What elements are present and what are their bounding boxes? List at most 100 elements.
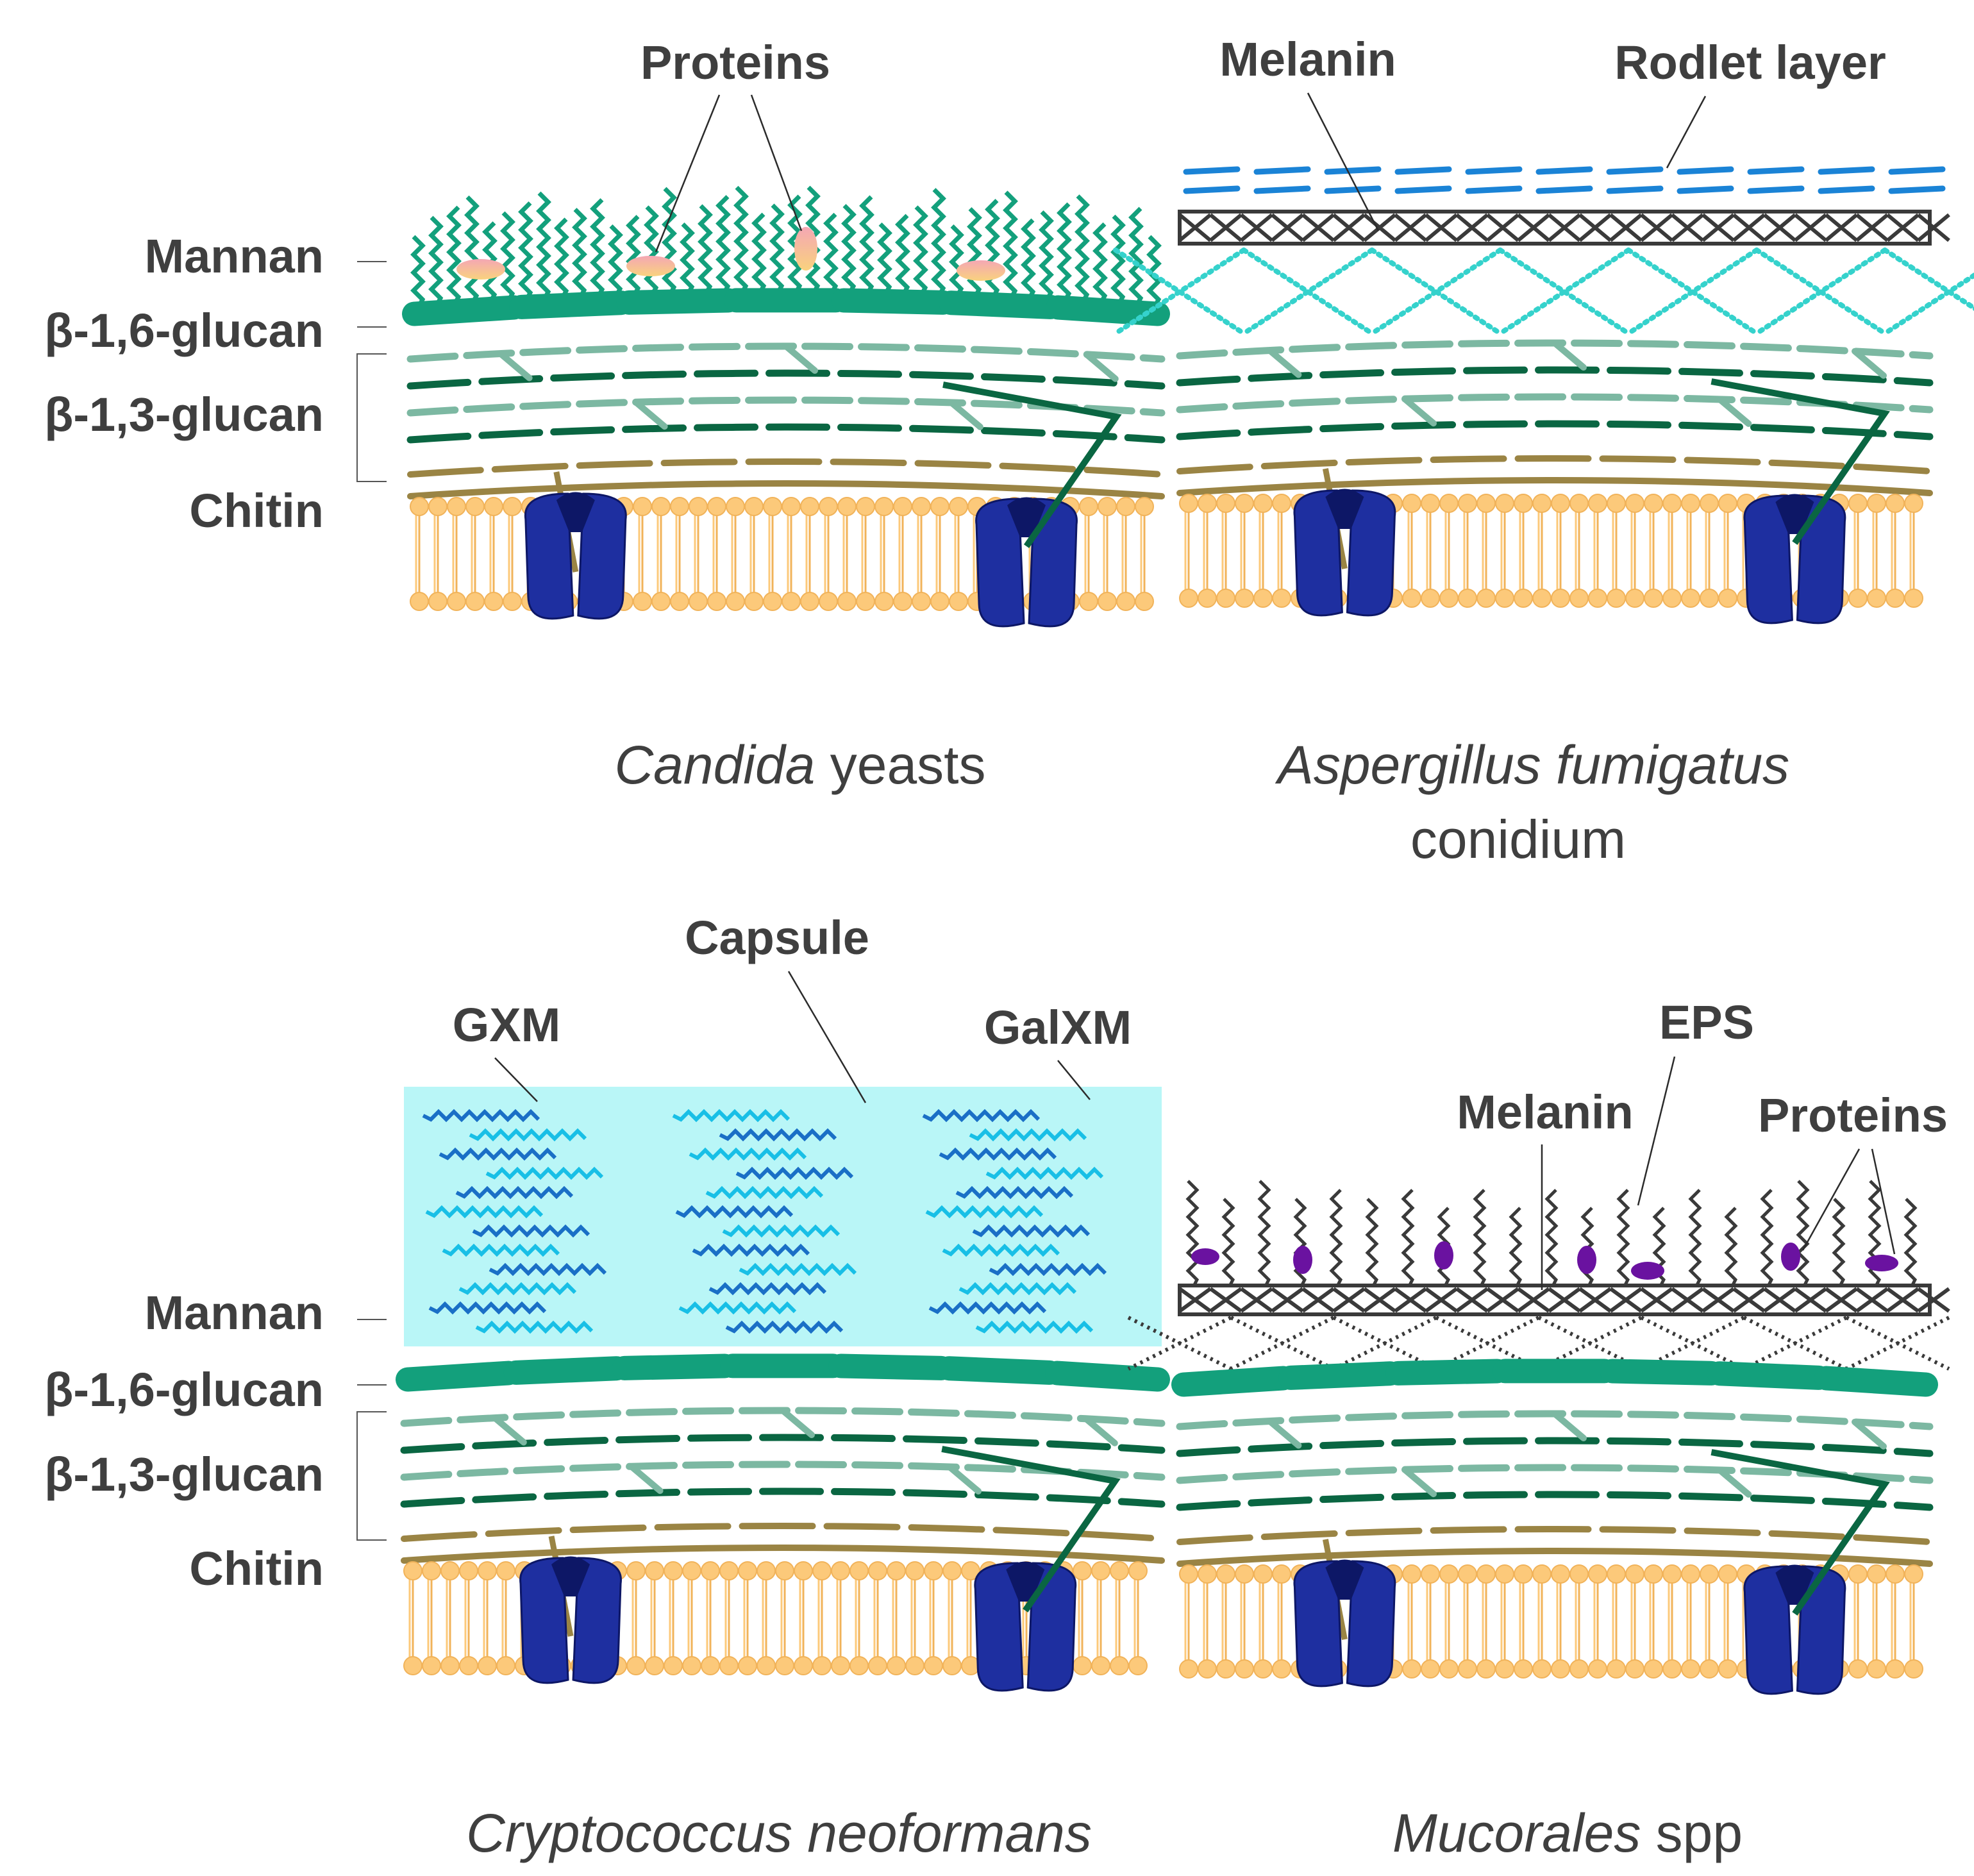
eps-chain	[1365, 1198, 1379, 1290]
glucan-fiber	[400, 1487, 1166, 1508]
mannan-chain	[985, 199, 1000, 301]
glucan-fiber	[1176, 420, 1934, 440]
eps-chain	[1903, 1198, 1918, 1290]
rodlet	[1183, 166, 1241, 175]
aspergillus-annotations: Melanin Rodlet layer Aspergillus fumigat…	[1219, 33, 1886, 869]
glucan-fiber	[1176, 393, 1934, 414]
galxm-chain	[672, 1109, 790, 1123]
glucan-strand	[1711, 378, 1890, 545]
mannan-chain	[662, 187, 677, 297]
mannan-chain	[698, 204, 713, 297]
chitin-fiber	[1176, 1547, 1933, 1567]
caption-cryptococcus: Cryptococcus neoformans	[466, 1803, 1092, 1863]
mannan-chain	[1003, 190, 1018, 301]
mannan-segment	[612, 1353, 737, 1380]
gxm-chain	[735, 1166, 854, 1180]
mucorales-panel	[1127, 1180, 1950, 1695]
eps-chain	[1257, 1180, 1271, 1290]
label-eps: EPS	[1659, 996, 1754, 1049]
eps-chain	[1796, 1180, 1810, 1290]
mannan-chain	[1110, 214, 1126, 307]
glucan-fiber	[400, 1461, 1166, 1481]
chitin-fiber	[401, 1522, 1165, 1542]
mannan-chain	[572, 208, 587, 301]
melanin-band	[1178, 1284, 1932, 1316]
mannan-chain	[608, 224, 623, 299]
mannan-segment	[396, 1361, 521, 1392]
label-b13-glucan-bottom: β-1,3-glucan	[44, 1448, 324, 1501]
mannan-chain	[464, 195, 480, 306]
rodlet	[1818, 185, 1875, 194]
mannan-segment	[1814, 1366, 1938, 1397]
mannan-chain	[1075, 194, 1090, 305]
label-rodlet-layer: Rodlet layer	[1614, 36, 1886, 89]
gxm-chain	[725, 1320, 844, 1334]
mannan-segment	[1045, 1361, 1170, 1392]
glucan-branch	[1082, 1415, 1118, 1446]
mannan-chain	[877, 222, 892, 297]
galxm-chain	[485, 1166, 604, 1180]
chitin-fiber	[1176, 455, 1933, 474]
cryptococcus-panel	[396, 1087, 1170, 1692]
label-chitin-top: Chitin	[189, 484, 324, 537]
gxm-chain	[675, 1205, 794, 1219]
eps-chain	[1221, 1198, 1235, 1290]
mannan-chain	[428, 215, 444, 308]
rodlet	[1606, 166, 1664, 175]
glucan-strand	[942, 381, 1122, 548]
mannan-segment	[503, 1356, 629, 1385]
gxm-chain	[428, 1301, 547, 1315]
cryptococcus-annotations: Capsule GXM GalXM Cryptococcus neoforman…	[453, 911, 1132, 1863]
mannan-chain	[913, 205, 928, 298]
label-galxm: GalXM	[984, 1001, 1132, 1054]
protein	[1865, 1255, 1898, 1271]
caption-candida: Candida yeasts	[614, 735, 985, 795]
glucan-fiber	[406, 423, 1166, 444]
gxm-chain	[989, 1262, 1107, 1277]
rodlet	[1394, 185, 1452, 194]
rodlet	[1677, 185, 1734, 194]
mannan-chain	[446, 205, 462, 307]
mannan-segment	[509, 290, 633, 319]
gxm-chain	[439, 1147, 557, 1161]
galxm-chain	[705, 1185, 824, 1200]
eps-chain	[1185, 1180, 1200, 1290]
galxm-chain	[475, 1320, 594, 1334]
rodlet	[1606, 185, 1664, 194]
eps-chain	[1473, 1189, 1487, 1290]
eps-chain	[1832, 1198, 1846, 1290]
gxm-chain	[922, 1109, 1041, 1123]
mannan-segment	[1600, 1359, 1724, 1386]
chitin-fiber	[1176, 476, 1933, 496]
glucan-branch	[780, 1407, 815, 1438]
eps-chain	[1401, 1189, 1415, 1290]
rodlet	[1394, 166, 1452, 175]
glucan-fiber	[1176, 1464, 1934, 1484]
label-b16-glucan-bottom: β-1,6-glucan	[44, 1363, 324, 1416]
chitin-fiber	[401, 1544, 1165, 1564]
mannan-chain	[967, 207, 982, 300]
protein	[1781, 1243, 1800, 1271]
polysaccharide-lattice	[1113, 247, 1974, 336]
glucan-fiber	[406, 369, 1166, 390]
galxm-chain	[442, 1243, 560, 1257]
mannan-chain	[1057, 202, 1072, 304]
glucan-fiber	[1176, 1491, 1934, 1511]
glucan-fiber	[1176, 366, 1934, 387]
eps-chain	[1724, 1207, 1738, 1290]
label-proteins-mucorales: Proteins	[1758, 1089, 1948, 1142]
mannan-segment	[1171, 1366, 1296, 1397]
rodlet	[1465, 185, 1523, 194]
glucan-branch	[1552, 1411, 1587, 1441]
mannan-segment	[937, 1356, 1062, 1385]
glucan-branch	[632, 399, 668, 430]
gxm-chain	[472, 1224, 590, 1238]
mannan-segment	[828, 1353, 954, 1380]
mannan-segment	[1278, 1361, 1403, 1390]
galxm-chain	[958, 1282, 1077, 1296]
rodlet	[1747, 185, 1805, 194]
melanin-band	[1178, 210, 1932, 246]
mannan-chain	[1021, 218, 1036, 302]
glucan-branch	[1401, 396, 1437, 427]
eps-chain	[1616, 1189, 1630, 1290]
